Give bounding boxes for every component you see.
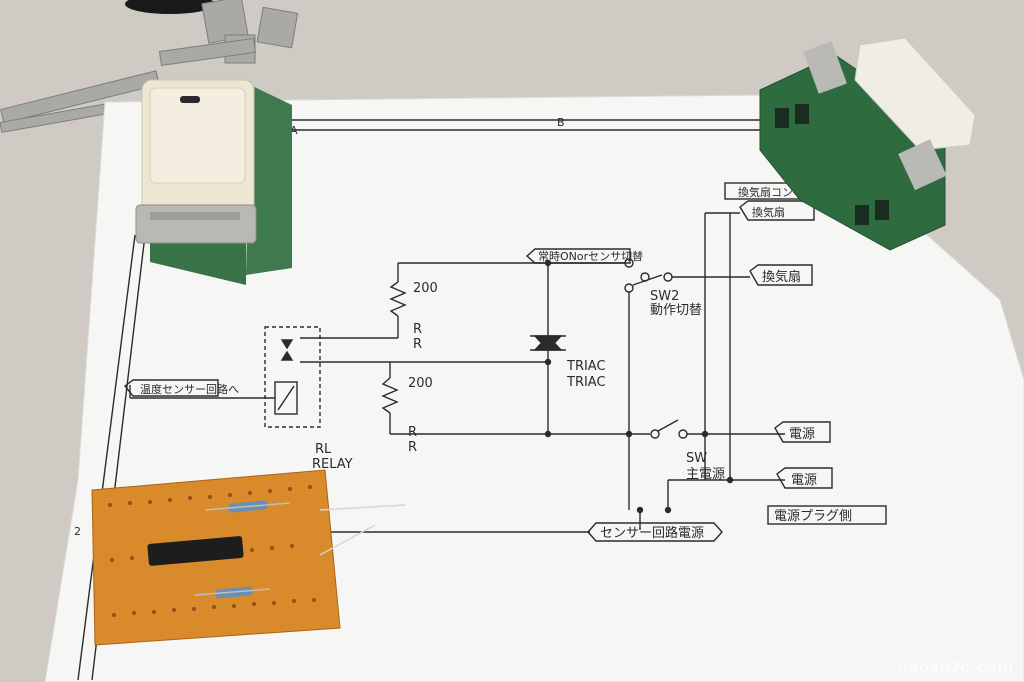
main-sw-desc: 主電源: [686, 467, 725, 482]
sensor-power-label: センサー回路電源: [600, 525, 704, 541]
fan-label-mid: 換気扇: [762, 269, 801, 285]
triac-label-1: TRIAC: [566, 359, 606, 374]
metal-frame: [0, 0, 299, 133]
wire-label-2: 2: [74, 525, 81, 538]
green-outlet: [759, 37, 976, 251]
sw2-desc: 動作切替: [650, 303, 702, 318]
resistor-top-r2: R: [413, 337, 422, 352]
plug-side-label: 電源プラグ側: [774, 509, 852, 524]
temp-sensor-label: 温度センサー回路へ: [140, 382, 239, 396]
wire-label-b: B: [557, 116, 565, 129]
triac-label-2: TRIAC: [566, 375, 606, 390]
resistor-top-r1: R: [413, 322, 422, 337]
wire-label-a: A: [290, 124, 298, 137]
resistor-bottom-r2: R: [408, 440, 417, 455]
power-label-2: 電源: [791, 473, 817, 488]
relay-label-2: RELAY: [312, 457, 353, 472]
perfboard: [91, 469, 406, 646]
sw2-label: SW2: [650, 289, 679, 304]
black-object: [125, 0, 215, 14]
fan-label-top: 換気扇: [752, 205, 785, 219]
resistor-bottom-r1: R: [408, 425, 417, 440]
power-label-1: 電源: [789, 427, 815, 442]
wall-switch: [135, 79, 292, 285]
watermark: naosuzo.com: [898, 657, 1014, 676]
resistor-bottom-value: 200: [408, 376, 433, 391]
relay-label-1: RL: [315, 442, 332, 457]
always-on-switch-label: 常時ONorセンサ切替: [538, 249, 643, 263]
resistor-top-value: 200: [413, 281, 438, 296]
main-sw-label: SW: [686, 451, 707, 466]
